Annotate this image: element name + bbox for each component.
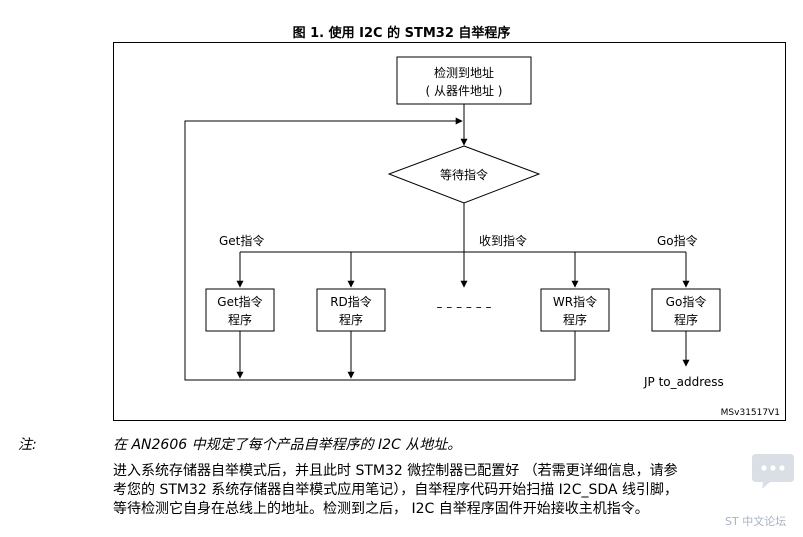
wr-procedure-line1: WR指令 [553,294,597,309]
rd-procedure-box [316,288,386,332]
paragraph-line-1: 进入系统存储器自举模式后，并且此时 STM32 微控制器已配置好 （若需更详细信… [113,463,678,479]
chat-bubble-icon[interactable] [750,452,796,492]
jump-to-address-label: JP to_address [643,375,724,389]
note-label: 注: [18,437,37,453]
rd-procedure-line2: 程序 [339,312,363,327]
paragraph-line-3: 等待检测它自身在总线上的地址。检测到之后， I2C 自举程序固件开始接收主机指令… [113,501,649,517]
figure-id: MSv31517V1 [721,408,780,418]
get-command-label: Get指令 [219,233,264,248]
get-procedure-line1: Get指令 [217,294,262,309]
go-procedure-line2: 程序 [674,312,698,327]
figure-frame [113,42,786,421]
detect-address-line1: 检测到地址 [434,65,494,80]
go-procedure-box [651,288,721,332]
rd-procedure-line1: RD指令 [330,294,372,309]
go-procedure-line1: Go指令 [666,294,707,309]
loop-back-line [184,117,576,381]
wr-procedure-line2: 程序 [563,312,587,327]
paragraph-line-2: 考您的 STM32 系统存储器自举模式应用笔记），自举程序代码开始扫描 I2C_… [113,482,678,498]
note-text: 在 AN2606 中规定了每个产品自举程序的 I2C 从地址。 [113,437,462,453]
detect-address-box [396,56,532,105]
received-command-label: 收到指令 [479,233,527,248]
get-procedure-line2: 程序 [228,312,252,327]
forum-watermark: ST 中文论坛 [725,515,787,528]
go-command-label: Go指令 [657,233,698,248]
wait-command-label: 等待指令 [440,167,488,182]
ellipsis-dashes: – – – – – – [436,300,491,314]
body-paragraph: 进入系统存储器自举模式后，并且此时 STM32 微控制器已配置好 （若需更详细信… [113,462,795,519]
figure-title: 图 1. 使用 I2C 的 STM32 自举程序 [292,26,511,41]
detect-address-line2: ( 从器件地址 ) [426,84,503,98]
